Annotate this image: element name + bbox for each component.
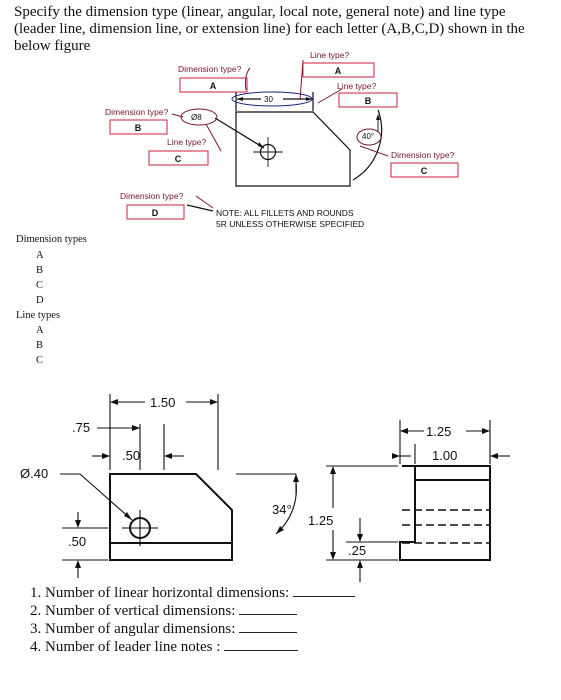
- dim-type-label-a: Dimension type?: [178, 64, 242, 74]
- dim-type-label-d: Dimension type?: [120, 191, 184, 201]
- figure-1: Dimension type? Line type? Line type? Di…: [105, 50, 459, 229]
- dimension-types-title: Dimension types: [16, 234, 87, 245]
- dim-25: .25: [348, 543, 366, 558]
- list-item: C: [36, 355, 44, 366]
- questions-list: 1. Number of linear horizontal dimension…: [30, 584, 355, 656]
- letter-a-line: A: [335, 66, 342, 76]
- part-outline: [235, 111, 351, 187]
- line-type-label-b: Line type?: [337, 81, 376, 91]
- dim-75: .75: [72, 420, 90, 435]
- dim-diameter-8: Ø8: [191, 113, 202, 122]
- line-types-title: Line types: [16, 310, 61, 321]
- answer-blank[interactable]: [224, 638, 299, 651]
- letter-a-dim: A: [210, 81, 217, 91]
- figure-2: 1.50 .75 .50 Ø.40 .50 34° 1.25 .25 1.25 …: [20, 394, 510, 582]
- question-item: 2. Number of vertical dimensions:: [30, 602, 355, 620]
- dim-type-label-c: Dimension type?: [391, 150, 455, 160]
- dim-40-degrees: 40°: [362, 132, 374, 141]
- dim-50-bottom: .50: [68, 534, 86, 549]
- dim-1-00: 1.00: [432, 448, 457, 463]
- line-type-label-a: Line type?: [310, 50, 349, 60]
- letter-b-dim: B: [135, 123, 142, 133]
- answer-blank[interactable]: [292, 584, 355, 597]
- list-item: B: [36, 265, 44, 276]
- side-view-outline: [399, 465, 491, 561]
- list-item: A: [36, 250, 44, 261]
- dim-1-50: 1.50: [150, 395, 175, 410]
- dim-type-label-b: Dimension type?: [105, 107, 169, 117]
- letter-d-dim: D: [152, 208, 159, 218]
- answer-blank[interactable]: [239, 602, 298, 615]
- dim-30: 30: [264, 95, 273, 104]
- dim-1-25-right: 1.25: [426, 424, 451, 439]
- answer-blank[interactable]: [239, 620, 298, 633]
- note-line-1: NOTE: ALL FILLETS AND ROUNDS: [216, 208, 354, 218]
- front-view-outline: [109, 473, 233, 561]
- dim-diameter-40: Ø.40: [20, 466, 48, 481]
- list-item: A: [36, 325, 44, 336]
- question-prompt: Specify the dimension type (linear, angu…: [14, 4, 525, 54]
- question-item: 1. Number of linear horizontal dimension…: [30, 584, 355, 602]
- letter-b-line: B: [365, 96, 372, 106]
- line-type-label-c: Line type?: [167, 137, 206, 147]
- list-item: B: [36, 340, 44, 351]
- dim-1-25-vertical: 1.25: [308, 513, 333, 528]
- dim-50-top: .50: [122, 448, 140, 463]
- letter-c-dim: C: [421, 166, 428, 176]
- question-item: 3. Number of angular dimensions:: [30, 620, 355, 638]
- list-item: C: [36, 280, 44, 291]
- letter-c-line: C: [175, 154, 182, 164]
- question-item: 4. Number of leader line notes :: [30, 638, 355, 656]
- dim-34-degrees: 34°: [272, 502, 292, 517]
- list-item: D: [36, 295, 44, 306]
- note-line-2: 5R UNLESS OTHERWISE SPECIFIED: [216, 219, 364, 229]
